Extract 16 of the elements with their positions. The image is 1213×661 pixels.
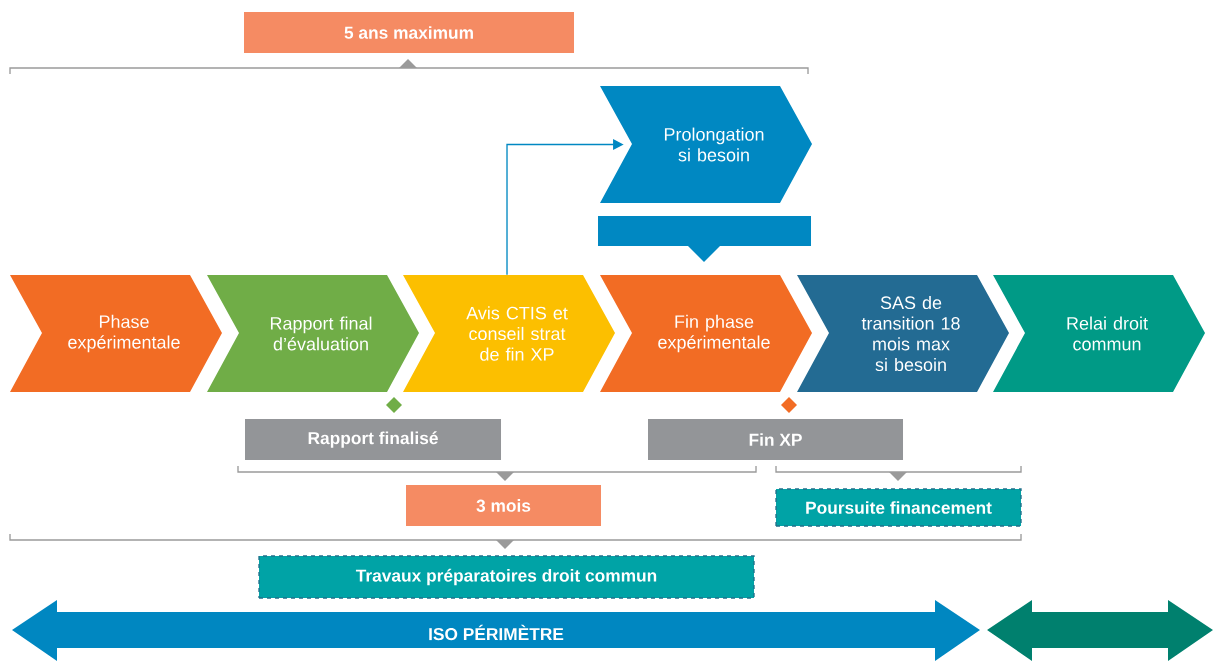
label-box: 3 mois [406,485,601,526]
callout-bar [598,216,811,262]
chevron-step: Prolongation si besoin [600,86,812,203]
chevron-step: Avis CTIS et conseil strat de fin XP [403,275,615,392]
scope-band: ISO PÉRIMÈTRE [12,600,980,661]
chevron-step: Rapport final d’évaluation [207,275,419,392]
chevron-step: Fin phase expérimentale [600,275,812,392]
scope-band [987,600,1213,661]
label-box: Travaux préparatoires droit commun [258,555,755,599]
label-box: Fin XP [648,419,903,460]
chevron-step: SAS de transition 18 mois max si besoin [797,275,1009,392]
chevron-step: Phase expérimentale [10,275,222,392]
label-box: Rapport finalisé [245,419,501,460]
label-box: Poursuite financement [775,488,1022,527]
label-box: 5 ans maximum [244,12,574,53]
chevron-step: Relai droit commun [993,275,1205,392]
